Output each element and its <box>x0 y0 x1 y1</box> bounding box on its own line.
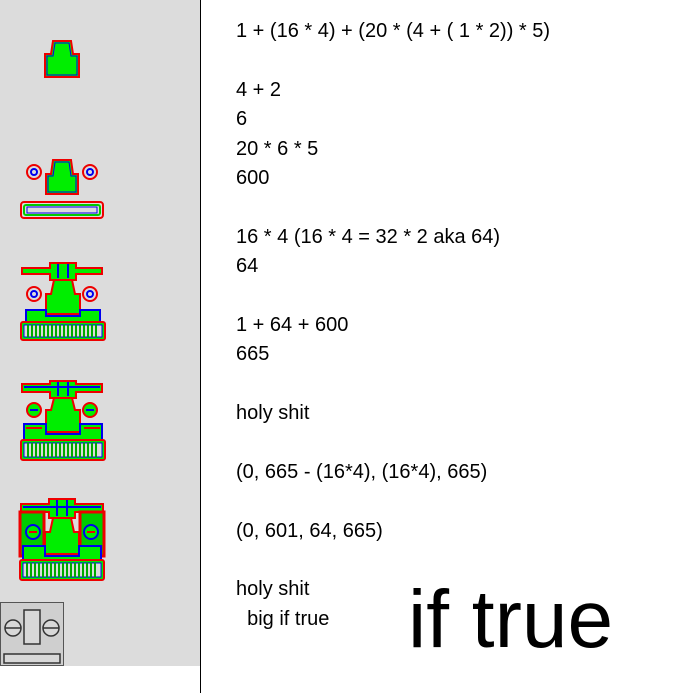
note-line <box>236 193 550 222</box>
sprite-stage-4-tank <box>20 380 106 462</box>
note-line: 16 * 4 (16 * 4 = 32 * 2 aka 64) <box>236 225 501 248</box>
note-line: 600 <box>236 166 270 189</box>
panel-divider <box>200 0 201 693</box>
notes-panel: 1 + (16 * 4) + (20 * (4 + ( 1 * 2)) * 5)… <box>236 17 550 634</box>
sprite-final-preview <box>0 602 64 666</box>
note-line: 4 + 2 <box>236 78 282 101</box>
note-line: holy shit <box>236 578 310 601</box>
note-line: (0, 665 - (16*4), (16*4), 665) <box>236 460 488 483</box>
note-line: 1 + 64 + 600 <box>236 313 349 336</box>
note-line: 1 + (16 * 4) + (20 * (4 + ( 1 * 2)) * 5) <box>236 20 551 42</box>
sprite-stage-2-turret-wheels-base <box>20 156 106 222</box>
note-line: (0, 601, 64, 665) <box>236 519 383 542</box>
note-line: 665 <box>236 343 270 366</box>
note-line: big if true <box>236 607 330 630</box>
note-line <box>236 282 550 311</box>
note-line: holy shit <box>236 402 310 425</box>
big-caption: if true <box>408 574 614 665</box>
sprite-stage-5-tank-armored <box>18 498 106 582</box>
note-line: 64 <box>236 255 259 278</box>
note-line <box>236 46 550 75</box>
note-line <box>236 370 550 399</box>
sprite-stage-1-turret <box>44 40 80 78</box>
note-line <box>236 428 550 457</box>
note-line: 20 * 6 * 5 <box>236 137 319 160</box>
sprite-stage-3-tank <box>20 260 106 342</box>
note-line <box>236 487 550 516</box>
note-line: 6 <box>236 108 248 131</box>
